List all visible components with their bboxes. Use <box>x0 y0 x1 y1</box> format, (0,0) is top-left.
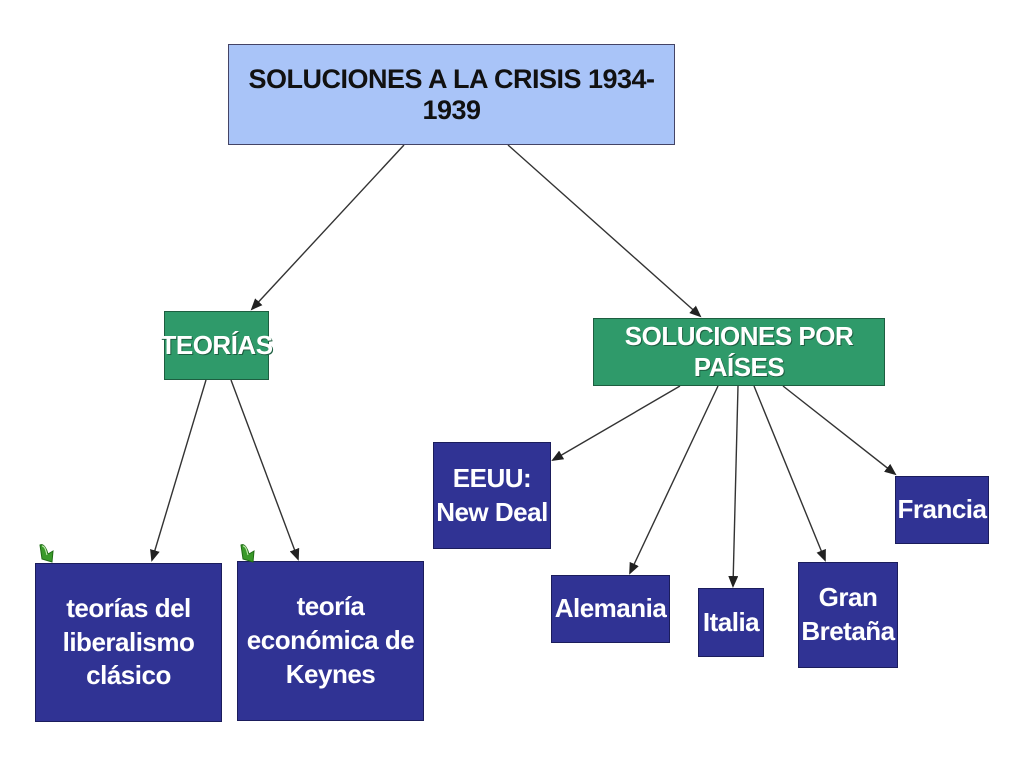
italia-label: Italia <box>702 606 760 637</box>
edge-teorias-to-keynes <box>230 379 300 561</box>
alemania-label: Alemania <box>554 593 667 624</box>
edge-soluciones-to-gran-bretana <box>753 385 826 562</box>
eeuu-new-deal-node[interactable]: EEUU: New Deal <box>433 442 551 549</box>
keynes-label-line-1: teoría <box>296 591 365 622</box>
keynes-label-line-3: Keynes <box>285 658 376 689</box>
alemania-node[interactable]: Alemania <box>551 575 670 643</box>
gran-bretana-node[interactable]: Gran Bretaña <box>798 562 898 668</box>
edge-teorias-to-liberalismo <box>150 379 207 562</box>
liberalismo-clasico-node[interactable]: teorías del liberalismo clásico <box>35 563 222 722</box>
edge-soluciones-to-italia <box>728 385 739 588</box>
edge-soluciones-to-alemania <box>629 385 719 575</box>
eeuu-label-line-2: New Deal <box>436 496 548 527</box>
soluciones-por-paises-node[interactable]: SOLUCIONES POR PAÍSES <box>593 318 885 386</box>
edge-soluciones-to-eeuu <box>551 385 681 462</box>
liberalismo-label-line-1: teorías del <box>66 592 191 623</box>
note-attachment-icon[interactable] <box>239 542 257 564</box>
liberalismo-label-line-3: clásico <box>86 660 171 691</box>
gran-bretana-label-line-1: Gran <box>818 582 878 613</box>
edge-soluciones-to-francia <box>782 385 897 476</box>
gran-bretana-label-line-2: Bretaña <box>801 616 895 646</box>
liberalismo-label-line-2: liberalismo <box>62 626 195 657</box>
edge-root-to-soluciones <box>507 144 702 318</box>
root-label: SOLUCIONES A LA CRISIS 1934- 1939 <box>248 63 655 125</box>
eeuu-label-line-1: EEUU: <box>452 462 532 493</box>
soluciones-por-paises-label: SOLUCIONES POR PAÍSES <box>624 321 854 382</box>
edge-root-to-teorias <box>250 144 405 311</box>
teorias-node[interactable]: TEORÍAS <box>160 311 273 380</box>
italia-node[interactable]: Italia <box>698 588 764 657</box>
francia-node[interactable]: Francia <box>895 476 989 544</box>
keynes-node[interactable]: teoría económica de Keynes <box>237 561 424 721</box>
note-attachment-icon[interactable] <box>38 542 56 564</box>
root-node[interactable]: SOLUCIONES A LA CRISIS 1934- 1939 <box>228 44 675 145</box>
teorias-label: TEORÍAS <box>160 330 273 360</box>
francia-label: Francia <box>897 494 988 525</box>
keynes-label-line-2: económica de <box>246 625 415 656</box>
